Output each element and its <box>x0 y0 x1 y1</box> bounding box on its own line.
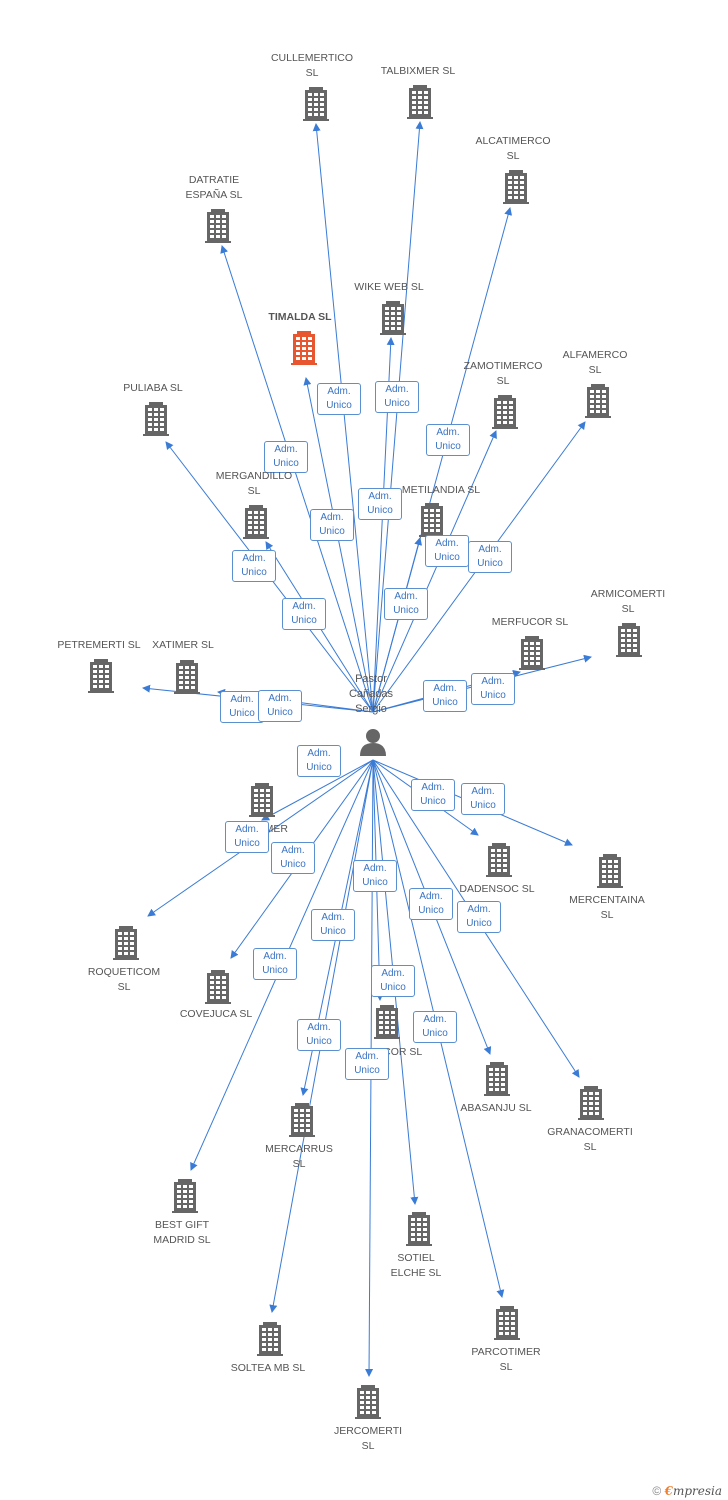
company-label-merfucor[interactable]: MERFUCOR SL <box>491 616 569 628</box>
company-label-cullemertico[interactable]: CULLEMERTICO SL <box>270 52 354 79</box>
role-badge-dadensoc[interactable]: Adm. Unico <box>411 779 455 811</box>
role-badge-puliaba[interactable]: Adm. Unico <box>282 598 326 630</box>
company-label-mergandillo[interactable]: MERGANDILLO SL <box>215 470 293 497</box>
person-name[interactable]: Pastor Cañadas Sergio <box>348 673 394 715</box>
company-label-soltea[interactable]: SOLTEA MB SL <box>230 1362 306 1374</box>
role-badge-onubacor[interactable]: Adm. Unico <box>371 965 415 997</box>
role-badge-zamotimerco[interactable]: Adm. Unico <box>425 535 469 567</box>
company-label-granacomerti[interactable]: GRANACOMERTI SL <box>547 1126 633 1153</box>
empresia-logo: €mpresia <box>665 1484 722 1498</box>
edge-metilandia <box>372 537 423 713</box>
company-label-metilandia[interactable]: METILANDIA SL <box>401 484 481 496</box>
role-badge-best-gift[interactable]: Adm. Unico <box>253 948 297 980</box>
role-badge-granacomerti[interactable]: Adm. Unico <box>457 901 501 933</box>
company-label-puliaba[interactable]: PULIABA SL <box>123 382 183 394</box>
role-badge-sotiel[interactable]: Adm. Unico <box>413 1011 457 1043</box>
role-badge-mergandillo[interactable]: Adm. Unico <box>232 550 276 582</box>
building-icon-timalda[interactable] <box>291 331 317 365</box>
role-badge-roqueticom[interactable]: Adm. Unico <box>225 821 269 853</box>
edge-cullemertico <box>312 123 374 713</box>
building-icon-onubacor[interactable] <box>374 1005 400 1039</box>
role-badge-dolamer[interactable]: Adm. Unico <box>297 745 341 777</box>
building-icon-abasanju[interactable] <box>484 1062 510 1096</box>
company-label-talbixmer[interactable]: TALBIXMER SL <box>380 65 456 77</box>
company-label-sotiel[interactable]: SOTIEL ELCHE SL <box>390 1252 442 1279</box>
role-badge-covejuca[interactable]: Adm. Unico <box>271 842 315 874</box>
company-label-alcatimerco[interactable]: ALCATIMERCO SL <box>475 135 551 162</box>
company-label-abasanju[interactable]: ABASANJU SL <box>460 1102 532 1114</box>
company-label-petremerti[interactable]: PETREMERTI SL <box>57 639 141 651</box>
role-badge-parcotimer[interactable]: Adm. Unico <box>353 860 397 892</box>
footer-brand: © €mpresia <box>652 1484 722 1498</box>
company-label-armicomerti[interactable]: ARMICOMERTI SL <box>590 588 666 615</box>
building-icon-xatimer[interactable] <box>174 660 200 694</box>
logo-text: mpresia <box>672 1484 722 1498</box>
role-badge-timalda[interactable]: Adm. Unico <box>310 509 354 541</box>
role-badge-wike-web[interactable]: Adm. Unico <box>358 488 402 520</box>
role-badge-mercarrus[interactable]: Adm. Unico <box>311 909 355 941</box>
building-icon-metilandia[interactable] <box>419 503 445 537</box>
company-label-datratie[interactable]: DATRATIE ESPAÑA SL <box>185 174 243 201</box>
building-icon-best-gift[interactable] <box>172 1179 198 1213</box>
building-icon-mercentaina[interactable] <box>597 854 623 888</box>
building-icon-cullemertico[interactable] <box>303 87 329 121</box>
company-label-jercomerti[interactable]: JERCOMERTI SL <box>333 1425 403 1452</box>
edge-talbixmer <box>372 121 424 713</box>
company-label-xatimer[interactable]: XATIMER SL <box>152 639 214 651</box>
company-label-dadensoc[interactable]: DADENSOC SL <box>459 883 535 895</box>
company-label-timalda[interactable]: TIMALDA SL <box>268 311 332 323</box>
company-label-roqueticom[interactable]: ROQUETICOM SL <box>87 966 161 993</box>
logo-initial: € <box>664 1484 673 1498</box>
edge-timalda <box>303 377 374 713</box>
building-icon-armicomerti[interactable] <box>616 623 642 657</box>
building-icon-alcatimerco[interactable] <box>503 170 529 204</box>
role-badge-merfucor[interactable]: Adm. Unico <box>423 680 467 712</box>
building-icon-wike-web[interactable] <box>380 301 406 335</box>
building-icon-roqueticom[interactable] <box>113 926 139 960</box>
role-badge-xatimer[interactable]: Adm. Unico <box>258 690 302 722</box>
role-badge-mercentaina[interactable]: Adm. Unico <box>461 783 505 815</box>
building-icon-mercarrus[interactable] <box>289 1103 315 1137</box>
edge-datratie <box>220 245 374 713</box>
role-badge-metilandia[interactable]: Adm. Unico <box>384 588 428 620</box>
company-label-mercarrus[interactable]: MERCARRUS SL <box>265 1143 333 1170</box>
building-icon-puliaba[interactable] <box>143 402 169 436</box>
building-icon-covejuca[interactable] <box>205 970 231 1004</box>
building-icon-mergandillo[interactable] <box>243 505 269 539</box>
company-label-covejuca[interactable]: COVEJUCA SL <box>179 1008 253 1020</box>
role-badge-armicomerti[interactable]: Adm. Unico <box>471 673 515 705</box>
role-badge-cullemertico[interactable]: Adm. Unico <box>317 383 361 415</box>
role-badge-abasanju[interactable]: Adm. Unico <box>409 888 453 920</box>
building-icon-talbixmer[interactable] <box>407 85 433 119</box>
company-label-zamotimerco[interactable]: ZAMOTIMERCO SL <box>463 360 543 387</box>
building-icon-sotiel[interactable] <box>406 1212 432 1246</box>
role-badge-soltea[interactable]: Adm. Unico <box>297 1019 341 1051</box>
role-badge-alcatimerco[interactable]: Adm. Unico <box>426 424 470 456</box>
role-badge-alfamerco[interactable]: Adm. Unico <box>468 541 512 573</box>
role-badge-talbixmer[interactable]: Adm. Unico <box>375 381 419 413</box>
company-label-parcotimer[interactable]: PARCOTIMER SL <box>471 1346 541 1373</box>
building-icon-granacomerti[interactable] <box>578 1086 604 1120</box>
building-icon-soltea[interactable] <box>257 1322 283 1356</box>
building-icon-datratie[interactable] <box>205 209 231 243</box>
company-label-wike-web[interactable]: WIKE WEB SL <box>354 281 424 293</box>
company-label-best-gift[interactable]: BEST GIFT MADRID SL <box>153 1219 211 1246</box>
copyright-symbol: © <box>652 1484 662 1498</box>
building-icon-jercomerti[interactable] <box>355 1385 381 1419</box>
company-label-mercentaina[interactable]: MERCENTAINA SL <box>569 894 645 921</box>
edge-dolamer <box>261 759 374 821</box>
building-icon-merfucor[interactable] <box>519 636 545 670</box>
building-icon-dolamer[interactable] <box>249 783 275 817</box>
building-icon-alfamerco[interactable] <box>585 384 611 418</box>
person-icon[interactable] <box>360 729 386 756</box>
building-icon-zamotimerco[interactable] <box>492 395 518 429</box>
building-icon-parcotimer[interactable] <box>494 1306 520 1340</box>
role-badge-datratie[interactable]: Adm. Unico <box>264 441 308 473</box>
building-icon-petremerti[interactable] <box>88 659 114 693</box>
building-icon-dadensoc[interactable] <box>486 843 512 877</box>
edge-zamotimerco <box>372 430 497 713</box>
role-badge-jercomerti[interactable]: Adm. Unico <box>345 1048 389 1080</box>
company-label-alfamerco[interactable]: ALFAMERCO SL <box>562 349 628 376</box>
